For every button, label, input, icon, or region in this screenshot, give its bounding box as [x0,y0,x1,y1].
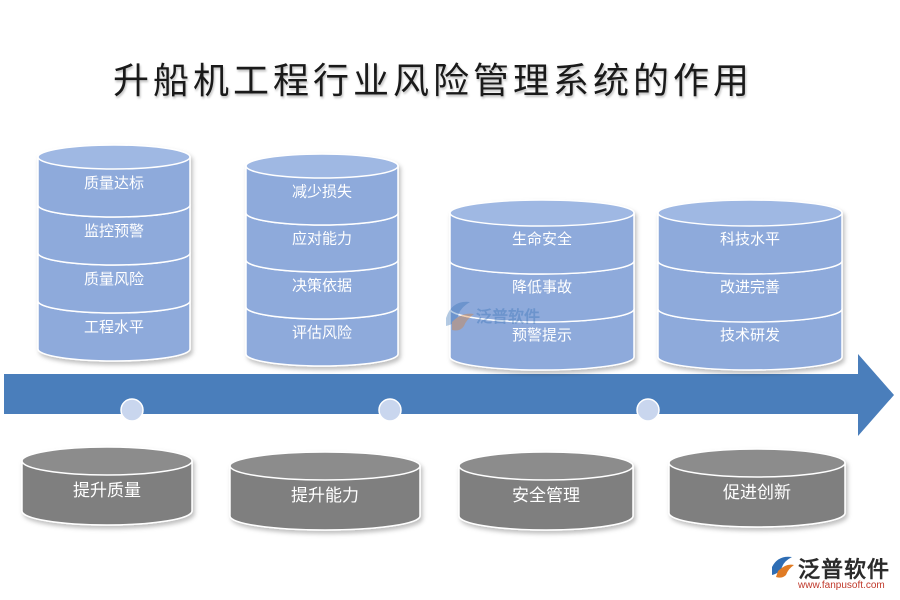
stack-item-label: 监控预警 [84,222,144,240]
stack-disc: 生命安全 [449,199,635,275]
category-label: 提升质量 [73,481,141,501]
stack-item-label: 预警提示 [512,326,572,344]
stack-disc: 质量达标 [37,144,191,218]
stack-item-label: 降低事故 [512,278,572,296]
category-base-3: 安全管理 [458,451,634,531]
risk-stack-1: 工程水平 质量风险 监控预警 质量达标 [37,144,191,362]
stack-item-label: 评估风险 [292,324,352,342]
risk-stack-2: 评估风险 决策依据 应对能力 减少损失 [245,153,399,367]
stack-disc: 科技水平 [657,199,843,275]
timeline-dot-1 [120,398,144,422]
page-title: 升船机工程行业风险管理系统的作用 [112,61,753,102]
timeline-dot-3 [636,398,660,422]
stack-item-label: 改进完善 [720,278,780,296]
category-label: 提升能力 [291,486,359,506]
logo-text: 泛普软件 [798,558,891,583]
category-base-1: 提升质量 [21,446,193,526]
category-base-2: 提升能力 [229,451,421,531]
logo-url: www.fanpusoft.com [798,580,885,591]
stack-item-label: 工程水平 [84,318,144,336]
stack-item-label: 生命安全 [512,230,572,248]
brand-logo: 泛普软件 www.fanpusoft.com [768,551,893,595]
stack-disc: 减少损失 [245,153,399,226]
category-base-4: 促进创新 [668,448,846,528]
stack-item-label: 决策依据 [292,277,352,295]
stack-item-label: 质量达标 [84,174,144,192]
stack-item-label: 质量风险 [84,270,144,288]
category-label: 安全管理 [512,486,580,506]
fanpu-logo-icon [772,556,794,578]
risk-stack-3: 预警提示 降低事故 生命安全 [449,199,635,371]
timeline-dot-2 [378,398,402,422]
stack-item-label: 应对能力 [292,230,352,248]
stack-item-label: 减少损失 [292,183,352,201]
fanpu-watermark-icon: 泛普软件 [446,301,540,331]
watermark-text: 泛普软件 [476,307,540,326]
risk-stack-4: 技术研发 改进完善 科技水平 [657,199,843,371]
timeline-arrow [4,354,894,436]
stack-item-label: 科技水平 [720,230,780,248]
category-label: 促进创新 [723,483,791,503]
stack-item-label: 技术研发 [720,326,780,344]
